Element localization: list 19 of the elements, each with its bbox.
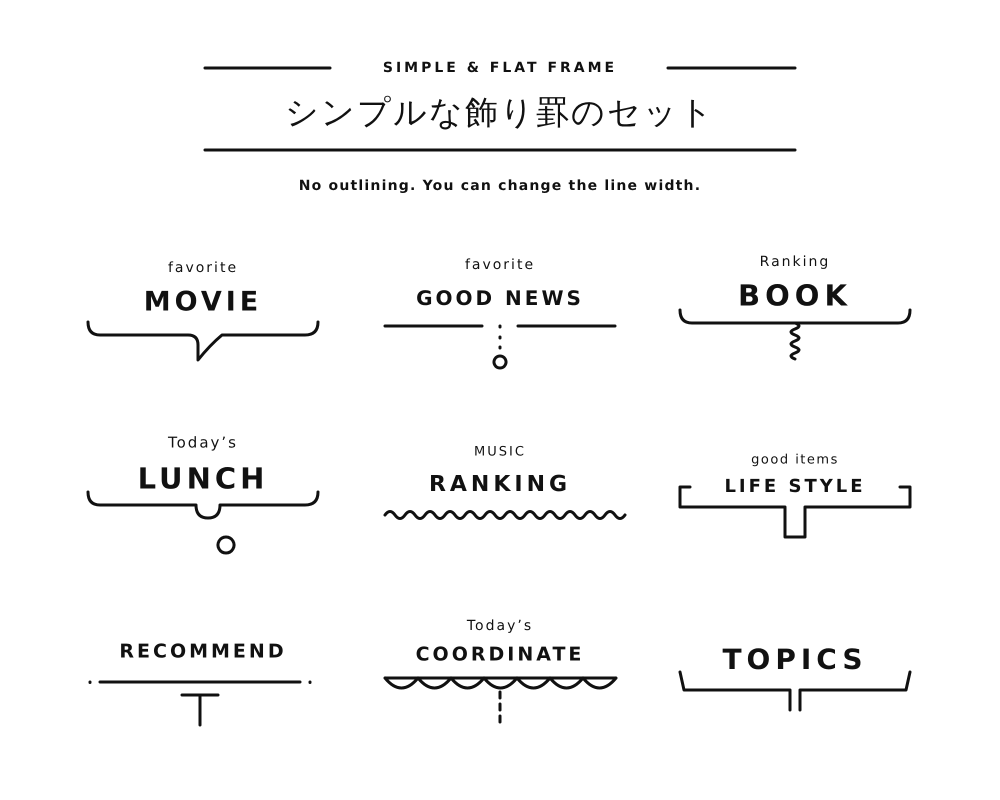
frame-title: GOOD NEWS bbox=[416, 288, 584, 308]
frame-title: LIFE STYLE bbox=[724, 478, 866, 496]
small-caption: Ranking bbox=[760, 255, 830, 269]
small-caption: MUSIC bbox=[474, 446, 526, 458]
small-caption: Today’s bbox=[466, 619, 534, 633]
frame-title: TOPICS bbox=[722, 646, 868, 674]
heading: シンプルな飾り罫のセット bbox=[285, 96, 715, 128]
note: No outlining. You can change the line width. bbox=[298, 179, 702, 193]
subtitle: SIMPLE & FLAT FRAME bbox=[382, 61, 618, 75]
small-caption: favorite bbox=[168, 261, 238, 275]
frame-title: RANKING bbox=[428, 474, 572, 496]
frame-title: MOVIE bbox=[144, 288, 262, 316]
small-caption: favorite bbox=[464, 258, 536, 272]
small-caption: Today’s bbox=[168, 436, 238, 450]
frame-title: LUNCH bbox=[138, 464, 268, 494]
frame-title: BOOK bbox=[738, 282, 852, 310]
frame-title: COORDINATE bbox=[416, 646, 584, 664]
frame-title: RECOMMEND bbox=[119, 642, 287, 662]
small-caption: good items bbox=[751, 454, 839, 466]
